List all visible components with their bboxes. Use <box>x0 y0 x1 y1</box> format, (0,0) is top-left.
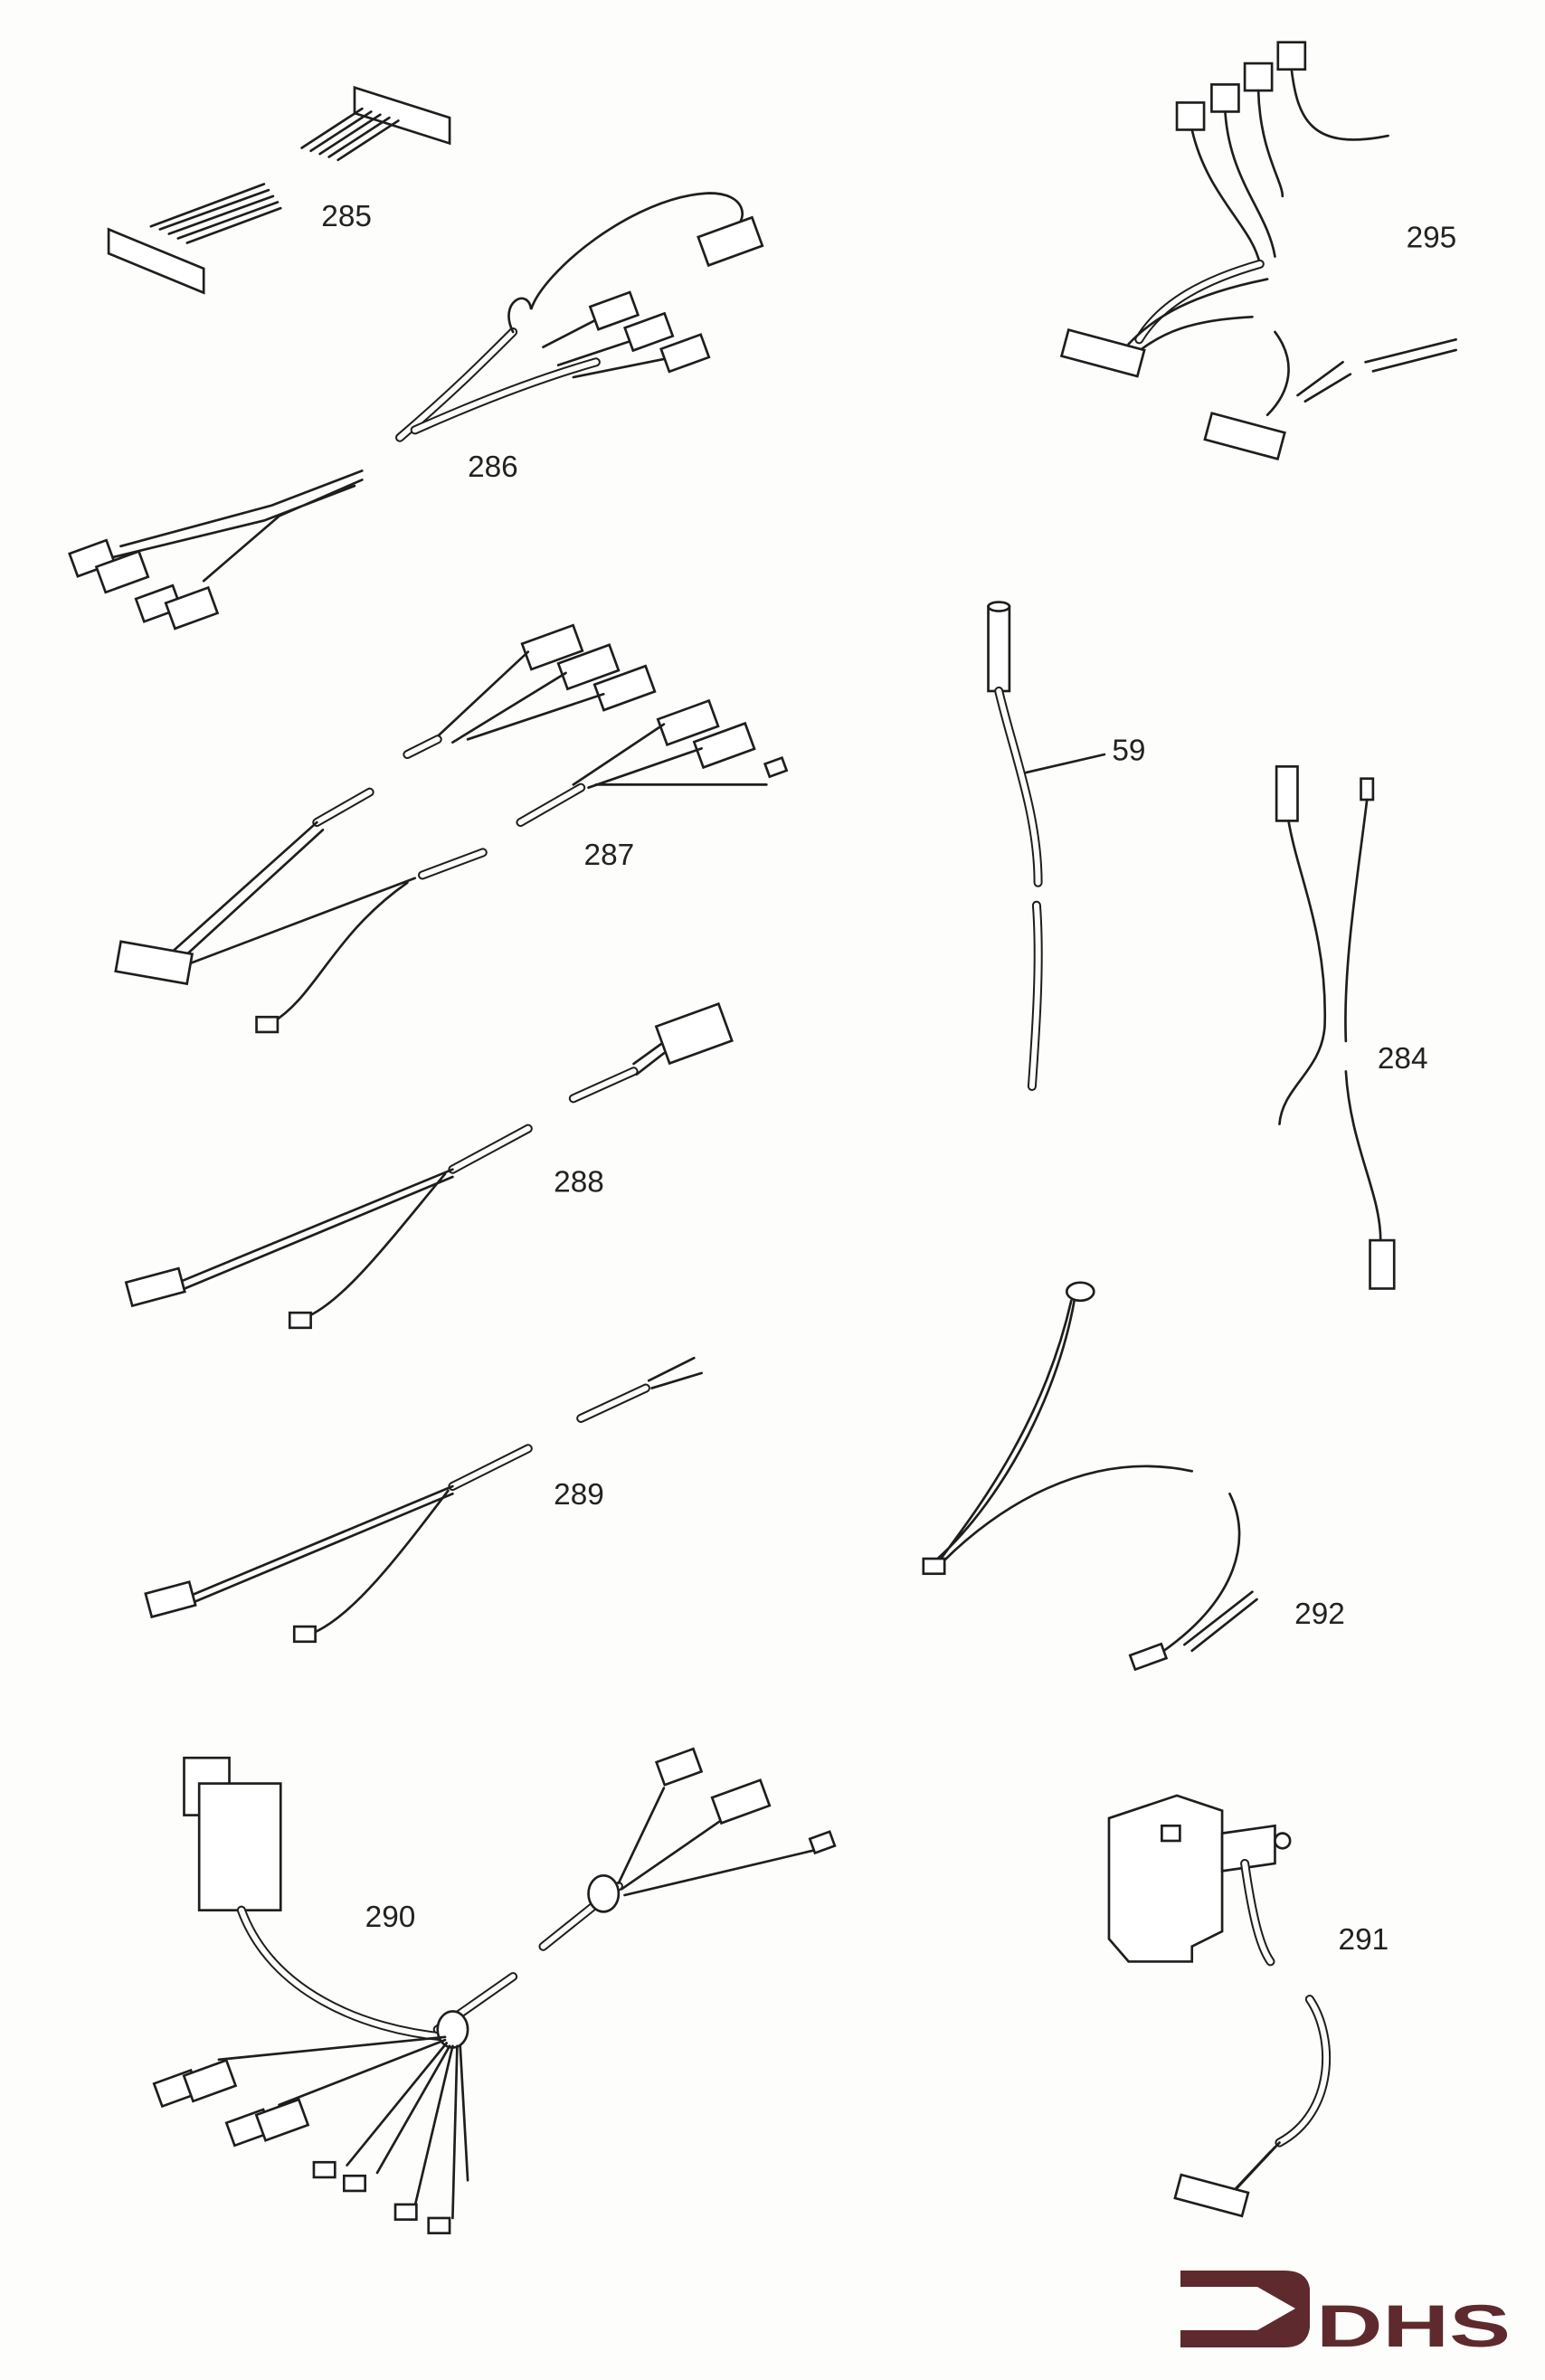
part-290: 290 <box>152 1747 837 2234</box>
part-label-289: 289 <box>554 1478 604 1512</box>
part-292: 292 <box>922 1281 1345 1672</box>
part-label-284: 284 <box>1378 1042 1428 1076</box>
part-295: 295 <box>1059 41 1457 460</box>
part-label-285: 285 <box>321 200 372 233</box>
part-label-286: 286 <box>468 450 518 484</box>
dhs-logo-text: DHS <box>1316 2292 1511 2359</box>
part-288: 288 <box>124 1001 734 1330</box>
part-286: 286 <box>68 192 764 631</box>
part-label-291: 291 <box>1339 1923 1389 1957</box>
part-label-292: 292 <box>1294 1598 1345 1631</box>
part-label-59: 59 <box>1112 735 1145 768</box>
part-label-290: 290 <box>365 1901 416 1934</box>
part-59: 59 <box>987 601 1145 1091</box>
part-label-295: 295 <box>1407 222 1457 255</box>
part-287: 287 <box>114 623 789 1034</box>
part-289: 289 <box>144 1356 703 1644</box>
part-285: 285 <box>107 85 451 295</box>
part-284: 284 <box>1275 765 1428 1290</box>
dhs-logo: DHS <box>1180 2271 1511 2359</box>
part-label-287: 287 <box>584 839 635 872</box>
part-291: 291 <box>1107 1794 1389 2218</box>
part-label-288: 288 <box>554 1166 604 1199</box>
